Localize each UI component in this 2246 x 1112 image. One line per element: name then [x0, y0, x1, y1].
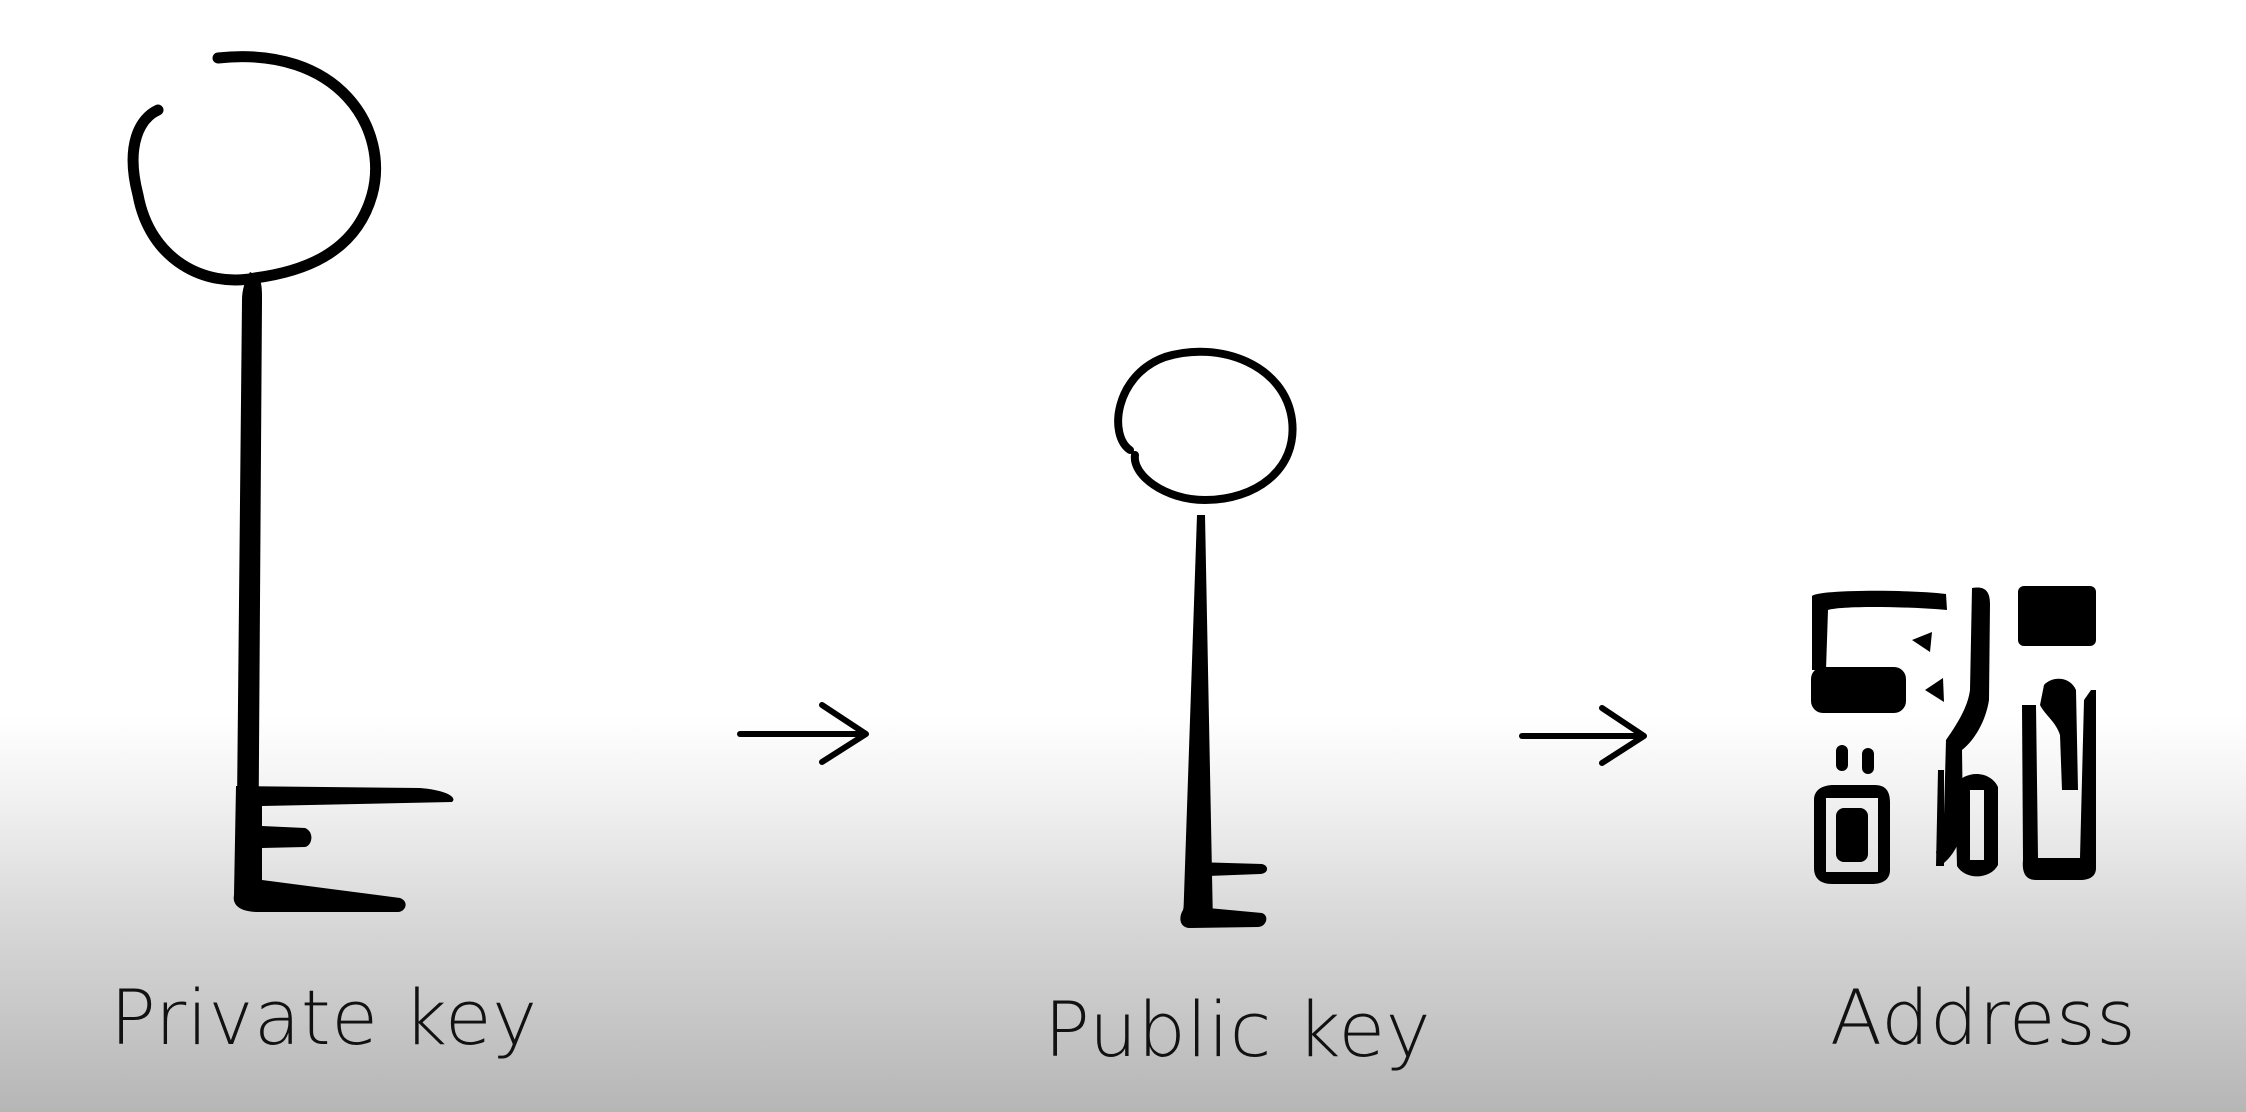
public-key-label: Public key — [1044, 985, 1432, 1074]
address-label: Address — [1830, 973, 2137, 1062]
qr-code-icon — [1811, 586, 2096, 884]
private-key-label: Private key — [110, 973, 538, 1062]
small-key-icon — [1114, 347, 1297, 928]
large-key-icon — [127, 51, 454, 912]
right-arrow-icon — [737, 702, 869, 765]
right-arrow-icon — [1519, 705, 1647, 766]
